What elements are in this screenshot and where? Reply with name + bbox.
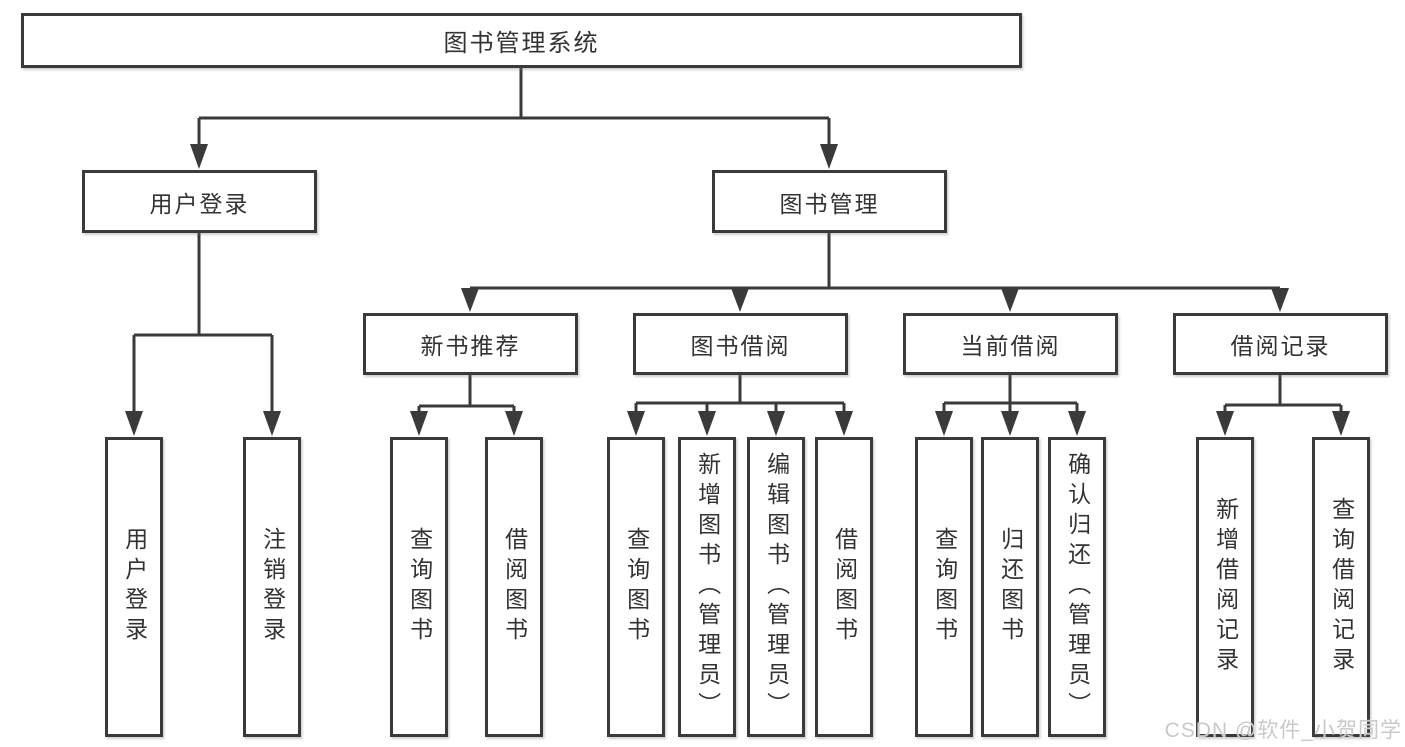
leaf-query-books-recommend: 查询图书 <box>390 437 448 737</box>
leaf-query-borrow-record: 查询借阅记录 <box>1312 437 1370 737</box>
node-label: 查询图书 <box>623 527 650 647</box>
leaf-user-login: 用户登录 <box>105 437 163 737</box>
csdn-watermark: CSDN @软件_小贺同学 <box>1164 719 1402 742</box>
node-label: 用户登录 <box>121 527 148 647</box>
leaf-borrow-books-recommend: 借阅图书 <box>485 437 543 737</box>
node-label: 图书借阅 <box>690 333 791 359</box>
node-label: 新增借阅记录 <box>1212 497 1239 677</box>
leaf-borrow-books: 借阅图书 <box>815 437 873 737</box>
leaf-query-books-borrow: 查询图书 <box>607 437 665 737</box>
leaf-add-books-admin: 新增图书（管理员） <box>678 437 736 737</box>
node-label: 当前借阅 <box>960 333 1061 359</box>
node-label: 查询图书 <box>406 527 433 647</box>
node-new-book-recommend: 新书推荐 <box>363 313 578 375</box>
leaf-return-books: 归还图书 <box>981 437 1039 737</box>
node-label: 查询借阅记录 <box>1328 497 1355 677</box>
node-label: 图书管理系统 <box>443 30 600 57</box>
node-label: 新书推荐 <box>420 333 521 359</box>
node-label: 编辑图书（管理员） <box>763 452 790 722</box>
node-book-borrow: 图书借阅 <box>633 313 848 375</box>
node-label: 新增图书（管理员） <box>694 452 721 722</box>
node-book-management: 图书管理 <box>712 170 947 233</box>
node-label: 借阅记录 <box>1230 333 1331 359</box>
node-label: 确认归还（管理员） <box>1064 452 1091 722</box>
node-label: 查询图书 <box>931 527 958 647</box>
leaf-edit-books-admin: 编辑图书（管理员） <box>747 437 805 737</box>
node-user-login: 用户登录 <box>82 170 317 233</box>
node-label: 归还图书 <box>997 527 1024 647</box>
leaf-add-borrow-record: 新增借阅记录 <box>1196 437 1254 737</box>
leaf-query-books-current: 查询图书 <box>915 437 973 737</box>
node-label: 注销登录 <box>259 527 286 647</box>
node-root-system: 图书管理系统 <box>21 13 1022 68</box>
node-borrow-records: 借阅记录 <box>1173 313 1388 375</box>
leaf-confirm-return-admin: 确认归还（管理员） <box>1048 437 1106 737</box>
node-label: 借阅图书 <box>831 527 858 647</box>
node-current-borrow: 当前借阅 <box>903 313 1118 375</box>
node-label: 用户登录 <box>149 190 250 217</box>
node-label: 借阅图书 <box>501 527 528 647</box>
node-label: 图书管理 <box>779 190 880 217</box>
leaf-logout: 注销登录 <box>243 437 301 737</box>
